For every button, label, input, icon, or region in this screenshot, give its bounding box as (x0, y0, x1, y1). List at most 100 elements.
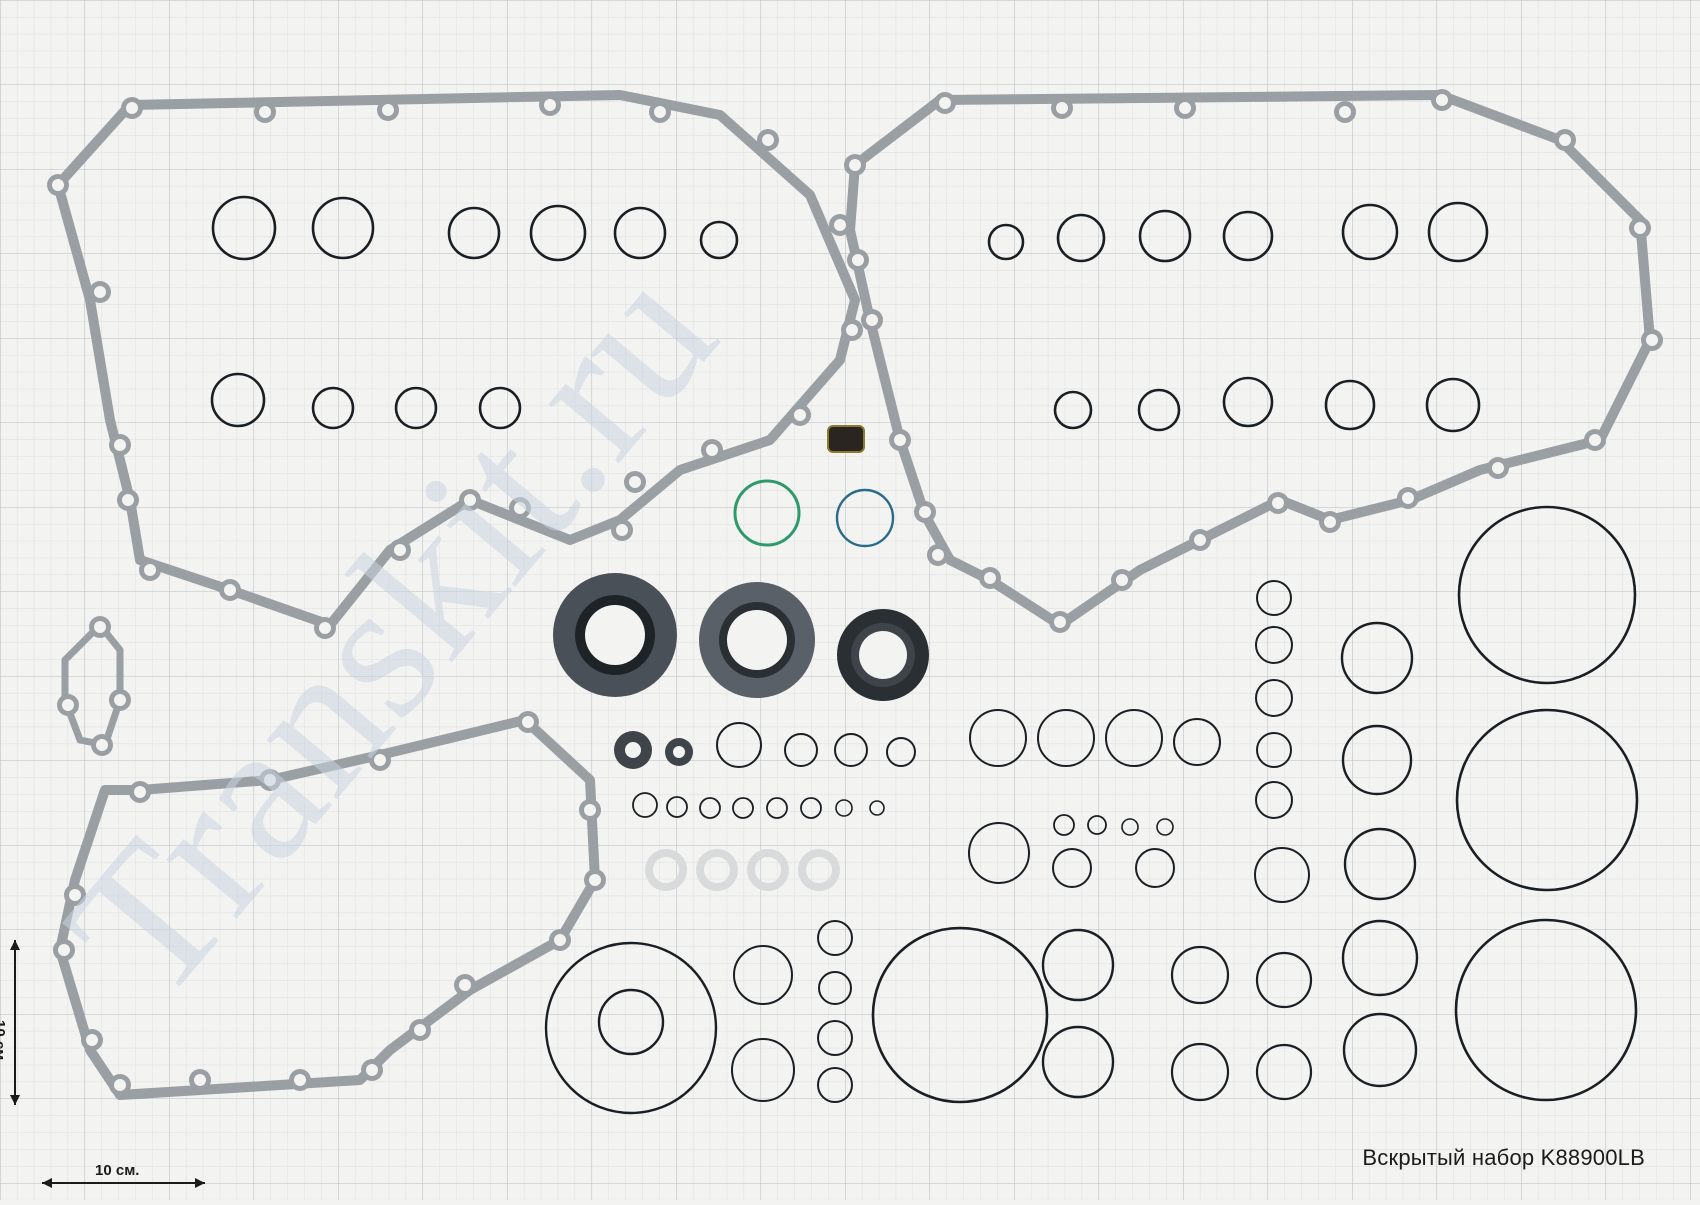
bolt-hole (69, 889, 81, 901)
bolt-hole (654, 106, 666, 118)
scale-bar-vertical (10, 940, 20, 1105)
o-ring (311, 386, 355, 430)
bolt-hole (1194, 534, 1206, 546)
bolt-hole (96, 739, 108, 751)
o-ring (597, 988, 665, 1056)
bolt-hole (1436, 94, 1448, 106)
o-ring (766, 797, 788, 819)
o-ring (447, 206, 501, 260)
o-ring (1427, 201, 1489, 263)
o-ring (1053, 814, 1075, 836)
bolt-hole (1339, 106, 1351, 118)
bolt-hole (866, 314, 878, 326)
o-ring (613, 206, 667, 260)
bolt-hole (94, 286, 106, 298)
o-ring (835, 799, 853, 817)
bolt-hole (144, 564, 156, 576)
bolt-hole (114, 1079, 126, 1091)
bolt-hole (1272, 497, 1284, 509)
o-ring (1256, 580, 1292, 616)
bolt-hole (122, 494, 134, 506)
o-ring (311, 196, 375, 260)
o-ring (834, 733, 868, 767)
bolt-hole (259, 106, 271, 118)
bolt-hole (94, 621, 106, 633)
bolt-hole (319, 622, 331, 634)
bolt-hole (852, 254, 864, 266)
o-ring (817, 1020, 853, 1056)
o-ring (478, 386, 522, 430)
bolt-hole (1402, 492, 1414, 504)
o-ring (1053, 390, 1093, 430)
scale-label-horizontal: 10 см. (95, 1162, 140, 1179)
o-ring (817, 1067, 853, 1103)
o-ring (699, 797, 721, 819)
bolt-hole (464, 494, 476, 506)
o-ring (1255, 679, 1293, 717)
o-ring (800, 797, 822, 819)
o-ring (1341, 203, 1399, 261)
o-ring (869, 800, 885, 816)
bolt-hole (629, 476, 641, 488)
bolt-hole (1646, 334, 1658, 346)
o-ring (666, 796, 688, 818)
bolt-hole (1179, 102, 1191, 114)
o-ring (210, 372, 266, 428)
o-ring (969, 709, 1027, 767)
o-ring (1254, 847, 1310, 903)
bolt-hole (1324, 516, 1336, 528)
o-ring (1340, 621, 1414, 695)
o-ring (817, 920, 853, 956)
o-ring (1343, 827, 1417, 901)
bolt-hole (522, 716, 534, 728)
o-ring (1056, 213, 1106, 263)
bolt-hole (459, 979, 471, 991)
bolt-hole (984, 572, 996, 584)
kit-caption: Вскрытый набор K88900LB (1362, 1145, 1645, 1170)
bolt-hole (62, 699, 74, 711)
bolt-hole (1054, 616, 1066, 628)
o-ring (1105, 709, 1163, 767)
bolt-hole (134, 786, 146, 798)
o-ring (1255, 626, 1293, 664)
o-ring (1341, 919, 1419, 997)
bolt-hole (939, 97, 951, 109)
o-ring (1342, 1012, 1418, 1088)
o-ring (1135, 848, 1175, 888)
bolt-hole (1559, 134, 1571, 146)
o-ring (1052, 848, 1092, 888)
o-ring (732, 797, 754, 819)
bolt-hole (1116, 574, 1128, 586)
bolt-hole (514, 502, 526, 514)
bolt-hole (1634, 222, 1646, 234)
o-ring (871, 926, 1049, 1104)
bolt-hole (544, 99, 556, 111)
bolt-hole (589, 874, 601, 886)
o-ring (1341, 724, 1413, 796)
bolt-hole (374, 754, 386, 766)
o-ring (1324, 379, 1376, 431)
o-ring (1222, 210, 1274, 262)
bolt-hole (126, 102, 138, 114)
bolt-hole (706, 444, 718, 456)
bolt-hole (846, 324, 858, 336)
bolt-hole (1056, 102, 1068, 114)
o-ring (1173, 718, 1221, 766)
bolt-hole (834, 219, 846, 231)
shaft-seal-medium (699, 582, 815, 698)
bolt-hole (86, 1034, 98, 1046)
bolt-hole (114, 694, 126, 706)
washer-row (645, 849, 840, 891)
o-ring (733, 479, 801, 547)
o-ring (716, 722, 762, 768)
bolt-hole (414, 1024, 426, 1036)
bolt-hole (584, 804, 596, 816)
o-ring (1041, 928, 1115, 1002)
o-ring (1170, 1042, 1230, 1102)
o-ring (835, 488, 895, 548)
bolt-hole (794, 409, 806, 421)
gasket-bolt-holes (47, 89, 1663, 1096)
o-ring (544, 941, 718, 1115)
